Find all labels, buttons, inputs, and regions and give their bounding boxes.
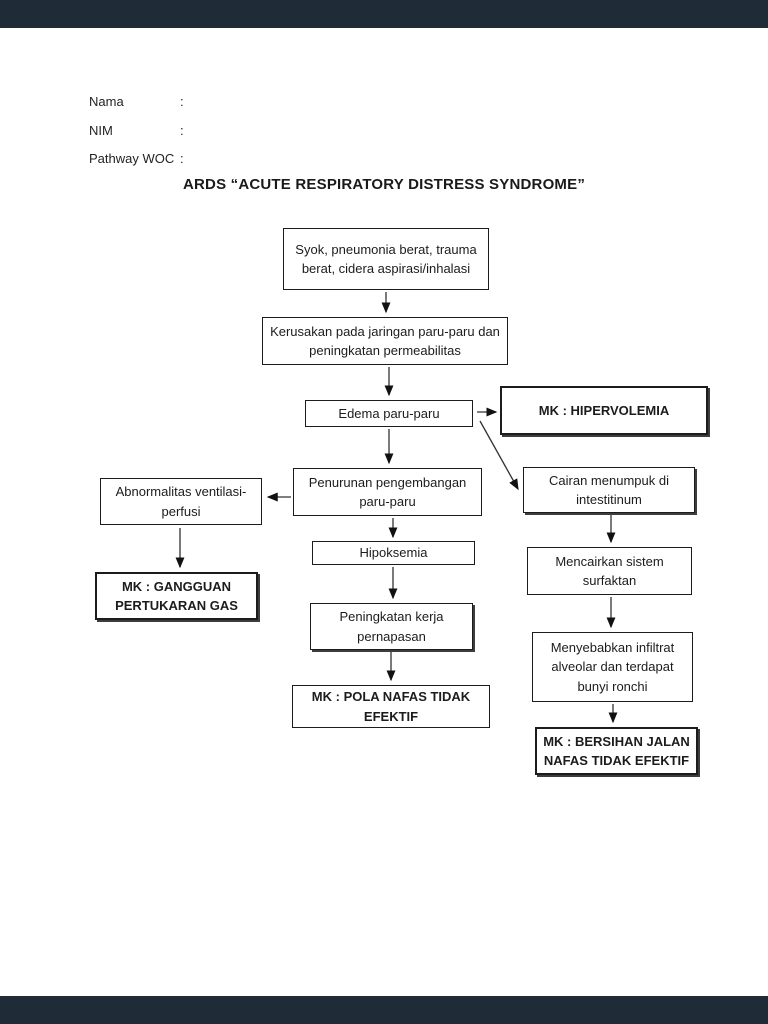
node-menyebabkan: Menyebabkan infiltrat alveolar dan terda…	[532, 632, 693, 702]
node-mk-hipervolemia: MK : HIPERVOLEMIA	[500, 386, 708, 435]
field-pathway-woc-label: Pathway WOC	[89, 151, 175, 166]
node-edema: Edema paru-paru	[305, 400, 473, 427]
field-nim-label: NIM	[89, 123, 113, 138]
node-mencairkan: Mencairkan sistem surfaktan	[527, 547, 692, 595]
page-title: ARDS “ACUTE RESPIRATORY DISTRESS SYNDROM…	[182, 176, 586, 193]
viewer-top-bar	[0, 0, 768, 28]
field-pathway-woc: Pathway WOC:	[89, 151, 184, 166]
node-mk-gangguan-pertukaran-gas: MK : GANGGUAN PERTUKARAN GAS	[95, 572, 258, 620]
field-pathway-woc-separator: :	[180, 151, 184, 166]
node-penurunan: Penurunan pengembangan paru-paru	[293, 468, 482, 516]
node-kerusakan: Kerusakan pada jaringan paru-paru dan pe…	[262, 317, 508, 365]
node-mk-pola-nafas: MK : POLA NAFAS TIDAK EFEKTIF	[292, 685, 490, 728]
node-peningkatan: Peningkatan kerja pernapasan	[310, 603, 473, 650]
node-abnormalitas: Abnormalitas ventilasi-perfusi	[100, 478, 262, 525]
field-nama: Nama:	[89, 94, 184, 109]
node-syok: Syok, pneumonia berat, trauma berat, cid…	[283, 228, 489, 290]
node-hipoksemia: Hipoksemia	[312, 541, 475, 565]
viewer-bottom-bar	[0, 996, 768, 1024]
field-nim: NIM:	[89, 123, 184, 138]
node-cairan: Cairan menumpuk di intestitinum	[523, 467, 695, 513]
field-nama-separator: :	[180, 94, 184, 109]
node-mk-bersihan-jalan-nafas: MK : BERSIHAN JALAN NAFAS TIDAK EFEKTIF	[535, 727, 698, 775]
field-nama-label: Nama	[89, 94, 124, 109]
field-nim-separator: :	[180, 123, 184, 138]
